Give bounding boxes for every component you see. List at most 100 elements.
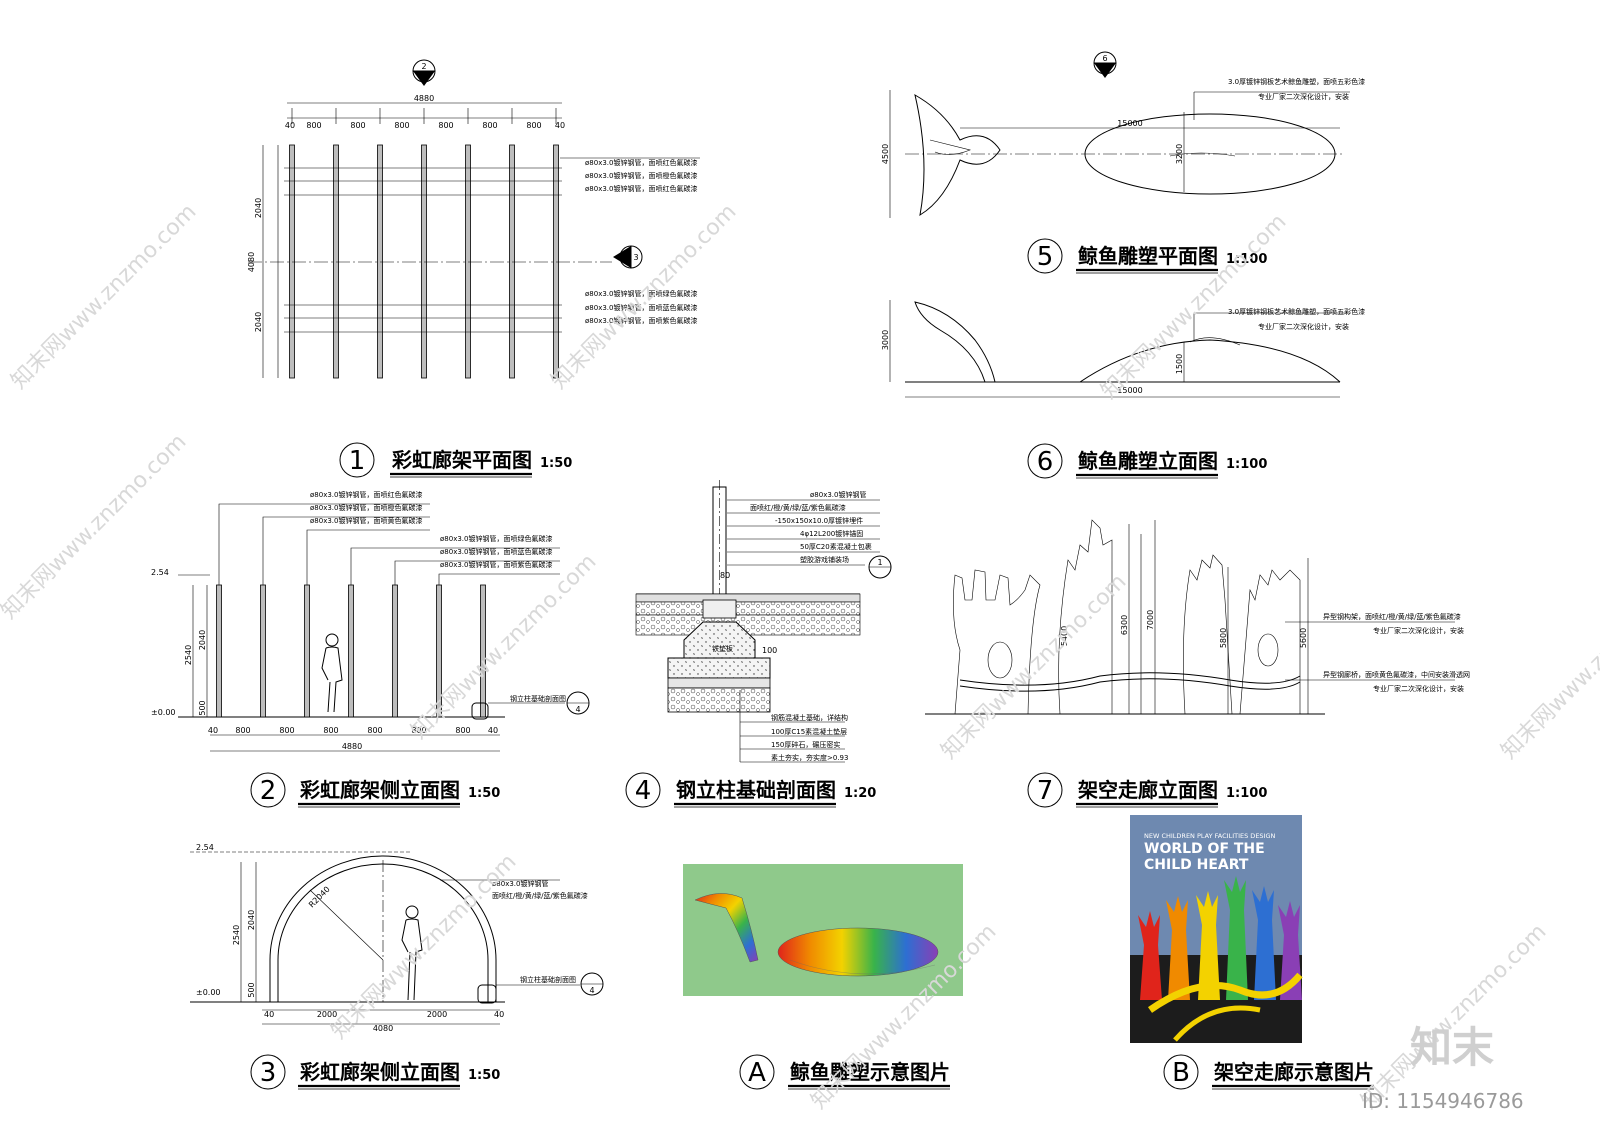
whale-elev-dim-length: 15000 bbox=[1117, 386, 1142, 395]
elev-dim-label: 800 bbox=[279, 726, 294, 735]
drawing-scale: 1:100 bbox=[1226, 457, 1267, 472]
drawing-7-walkway: 5400 6300 7000 5800 5600 异型钢构架，面喷红/橙/黄/绿… bbox=[925, 519, 1470, 715]
watermark-logo: 知末 bbox=[1410, 1023, 1494, 1072]
elev2-ref-num: 4 bbox=[575, 705, 580, 714]
elev-dim-label: 800 bbox=[411, 726, 426, 735]
drawing-scale: 1:20 bbox=[844, 786, 876, 801]
plan-post bbox=[553, 144, 559, 379]
title-number: 3 bbox=[260, 1058, 277, 1088]
section-dim-2: 100 bbox=[762, 646, 777, 655]
whale-plan-dim-length: 15000 bbox=[1117, 119, 1142, 128]
elev-post bbox=[480, 584, 486, 718]
elev2-note-1: ø80x3.0镀锌钢管，面喷红色氟碳漆 bbox=[310, 490, 422, 499]
elev-dim-label: 40 bbox=[488, 726, 498, 735]
elev-leader bbox=[306, 529, 430, 585]
elev3-radius: R2040 bbox=[307, 885, 332, 910]
title-number: 7 bbox=[1037, 776, 1054, 806]
section-marker-2: 2 bbox=[412, 59, 436, 86]
title-number-circle bbox=[625, 772, 661, 808]
plan-post bbox=[333, 144, 339, 379]
whale-plan-dim-body: 3200 bbox=[1175, 144, 1184, 164]
plan-left-dim-1: 2040 bbox=[254, 198, 263, 218]
drawing-title: 鲸鱼雕塑平面图 bbox=[1078, 244, 1218, 268]
drawing-title: 钢立柱基础剖面图 bbox=[676, 778, 836, 802]
elev3-ref-note: 钢立柱基础剖面图 bbox=[520, 975, 576, 984]
title-number-circle bbox=[1027, 443, 1063, 479]
title-number: 6 bbox=[1037, 447, 1054, 477]
elev-post bbox=[392, 584, 398, 718]
plan-note-5: ø80x3.0镀锌钢管，面喷蓝色氟碳漆 bbox=[585, 303, 697, 312]
watermark-text-7: 知末网www.znzmo.com bbox=[327, 849, 522, 1044]
elev3-dim-4: 40 bbox=[494, 1010, 504, 1019]
plan-note-6: ø80x3.0镀锌钢管，面喷紫色氟碳漆 bbox=[585, 316, 697, 325]
drawing-title: 鲸鱼雕塑立面图 bbox=[1078, 449, 1218, 473]
drawing-scale: 1:50 bbox=[468, 1068, 500, 1083]
title-number-circle bbox=[339, 442, 375, 478]
elev-post bbox=[348, 584, 354, 718]
drawing-title: 彩虹廊架平面图 bbox=[391, 448, 532, 472]
plan-dim-label: 40 bbox=[555, 121, 565, 130]
plan-dim-label: 40 bbox=[285, 121, 295, 130]
plan-post bbox=[509, 144, 515, 379]
drawing-5-whale-plan: 6 4500 15000 3200 3.0厚镀锌钢板艺术鲸鱼雕塑，面喷五彩色漆 … bbox=[881, 51, 1365, 218]
elev2-note-3: ø80x3.0镀锌钢管，面喷黄色氟碳漆 bbox=[310, 516, 422, 525]
watermark-text-9: 知末网www.znzmo.com bbox=[1357, 919, 1552, 1114]
title-number-circle bbox=[250, 772, 286, 808]
plan-dim-label: 800 bbox=[482, 121, 497, 130]
book-cover-image: NEW CHILDREN PLAY FACILITIES DESIGN WORL… bbox=[1130, 815, 1303, 1043]
title-number: B bbox=[1172, 1058, 1190, 1088]
marker-3-label: 3 bbox=[633, 253, 638, 262]
elev-leader bbox=[218, 503, 430, 585]
plan-left-total: 4080 bbox=[247, 252, 256, 272]
title-number: A bbox=[748, 1058, 766, 1088]
elev2-note-5: ø80x3.0镀锌钢管，面喷蓝色氟碳漆 bbox=[440, 547, 552, 556]
drawing-4-section: 铁垫板 80 100 ø80x3.0镀锌钢管 面喷红/橙/黄/绿/蓝/紫色氟碳漆… bbox=[635, 480, 892, 763]
plan-note-1: ø80x3.0镀锌钢管，面喷红色氟碳漆 bbox=[585, 158, 697, 167]
title-number-circle bbox=[1027, 772, 1063, 808]
section-marker-3: 3 bbox=[613, 245, 643, 269]
elev3-left-total: 2540 bbox=[232, 925, 241, 945]
walkway-dim-2: 6300 bbox=[1120, 615, 1129, 635]
elev-post bbox=[304, 584, 310, 718]
section-dim-1: 80 bbox=[720, 571, 730, 580]
section-note-4: 4φ12L200镀锌锚固 bbox=[800, 529, 863, 538]
elev2-left-dim-2: 2040 bbox=[198, 630, 207, 650]
title-number-circle bbox=[250, 1054, 286, 1090]
elev-dim-label: 800 bbox=[367, 726, 382, 735]
elev-dim-label: 800 bbox=[455, 726, 470, 735]
watermark-text-4: 知末网www.znzmo.com bbox=[407, 549, 602, 744]
drawing-scale: 1:100 bbox=[1226, 252, 1267, 267]
whale-elev-dim-body: 1500 bbox=[1175, 354, 1184, 374]
plan-note-3: ø80x3.0镀锌钢管，面喷红色氟碳漆 bbox=[585, 184, 697, 193]
whale-elev-note-1: 3.0厚镀锌钢板艺术鲸鱼雕塑，面喷五彩色漆 bbox=[1228, 307, 1365, 316]
elev-dim-label: 800 bbox=[323, 726, 338, 735]
elev-leader bbox=[438, 573, 560, 585]
book-hand-sculpture bbox=[1138, 911, 1162, 1000]
section-ref-num: 1 bbox=[877, 558, 882, 567]
elev2-note-6: ø80x3.0镀锌钢管，面喷紫色氟碳漆 bbox=[440, 560, 552, 569]
walkway-note-1: 异型钢构架，面喷红/橙/黄/绿/蓝/紫色氟碳漆 bbox=[1323, 612, 1461, 621]
walkway-dim-4: 5800 bbox=[1219, 628, 1228, 648]
elev3-dim-3: 2000 bbox=[427, 1010, 447, 1019]
plan-note-2: ø80x3.0镀锌钢管，面喷橙色氟碳漆 bbox=[585, 171, 697, 180]
elev3-level-base: ±0.00 bbox=[196, 988, 221, 997]
plan-dim-label: 800 bbox=[394, 121, 409, 130]
section-inner-label: 铁垫板 bbox=[712, 644, 733, 653]
book-hand-sculpture bbox=[1252, 886, 1276, 1000]
elev3-ref-num: 4 bbox=[589, 986, 594, 995]
plan-dim-label: 800 bbox=[438, 121, 453, 130]
elev-post bbox=[260, 584, 266, 718]
elev2-ref-note: 钢立柱基础剖面图 bbox=[510, 694, 566, 703]
elev3-dim-2: 2000 bbox=[317, 1010, 337, 1019]
elev2-level-base: ±0.00 bbox=[151, 708, 176, 717]
watermark-text-6: 知末网www.znzmo.com bbox=[1097, 209, 1292, 404]
elev2-left-dim-1: 500 bbox=[198, 700, 207, 715]
walkway-note-3: 异型钢廊桥，面喷黄色氟碳漆，中间安装滑透网 bbox=[1323, 670, 1470, 679]
section-note-3: -150x150x10.0厚镀锌埋件 bbox=[775, 516, 863, 525]
title-number: 1 bbox=[349, 446, 366, 476]
whale-elev-note-2: 专业厂家二次深化设计，安装 bbox=[1258, 322, 1349, 331]
plan-note-4: ø80x3.0镀锌钢管，面喷绿色氟碳漆 bbox=[585, 289, 697, 298]
book-hand-sculpture bbox=[1224, 876, 1248, 1000]
whale-plan-note-2: 专业厂家二次深化设计，安装 bbox=[1258, 92, 1349, 101]
